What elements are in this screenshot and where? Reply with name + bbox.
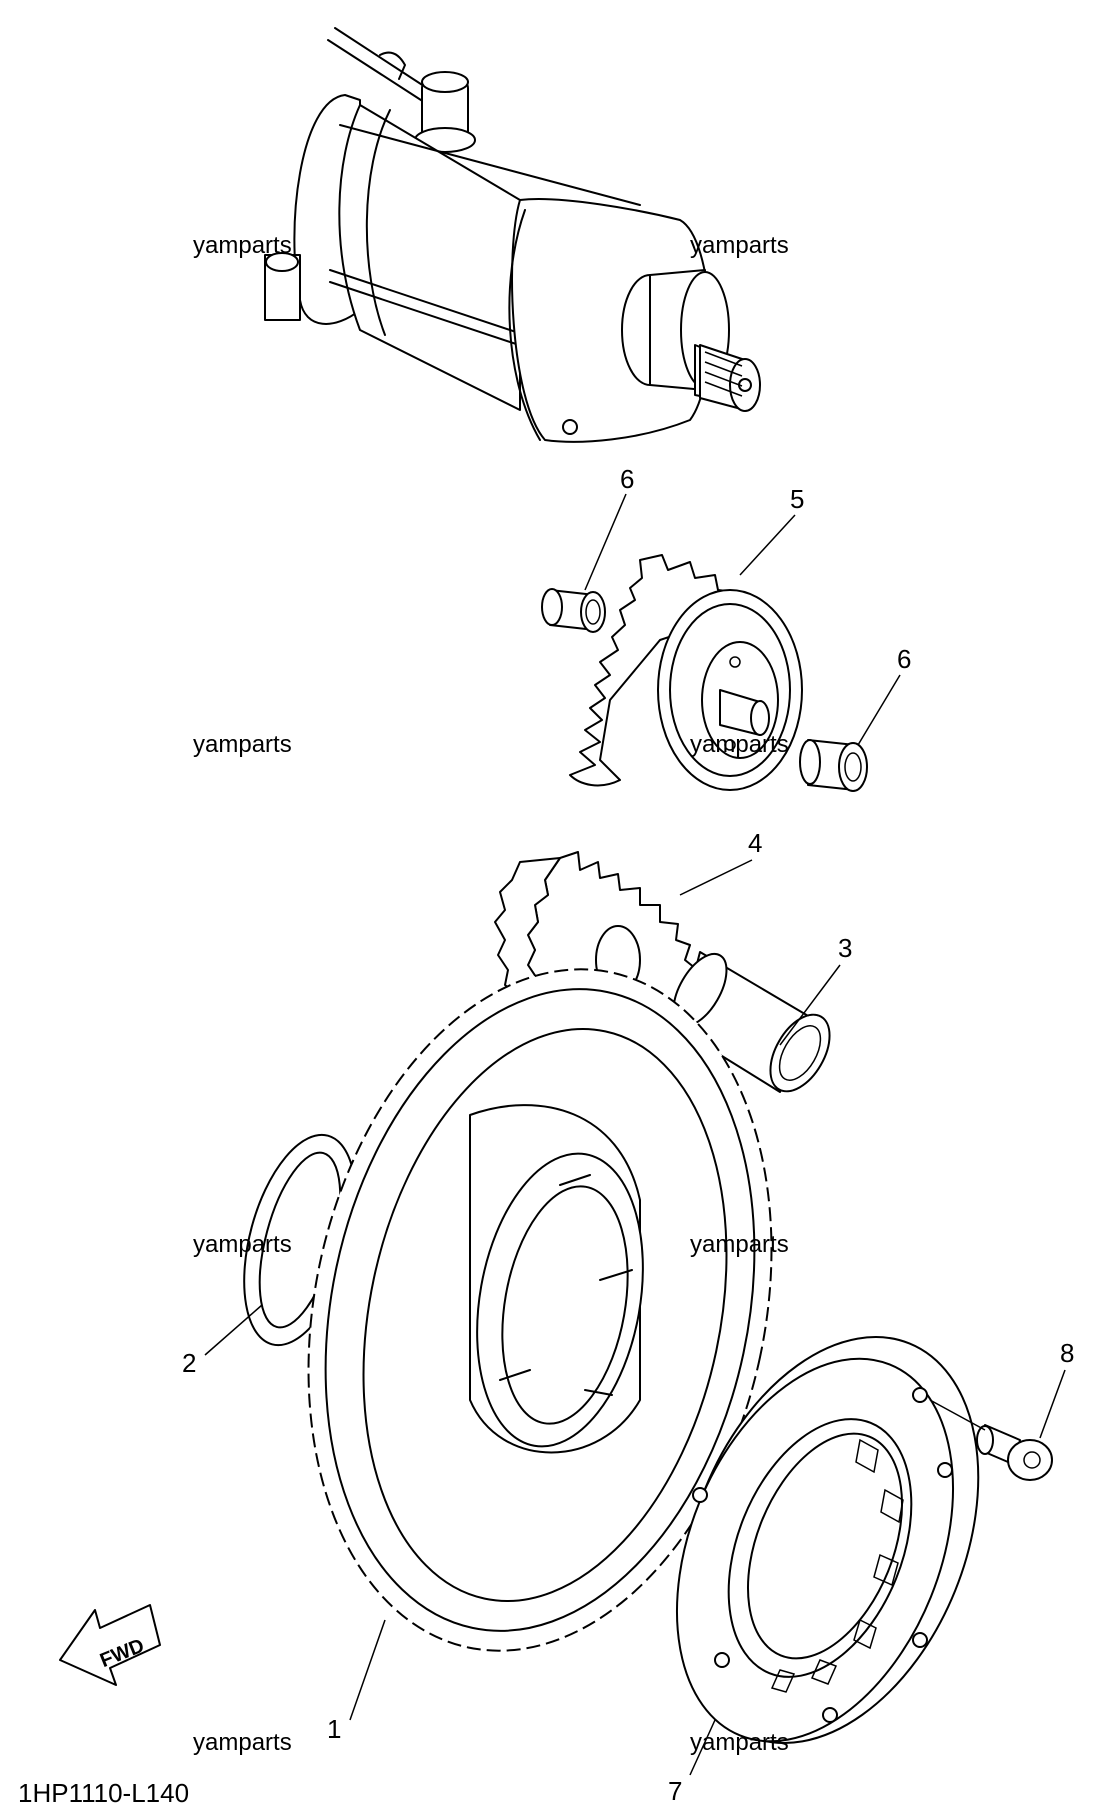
part-number-3: 3 [838, 933, 852, 963]
starter-motor-icon[interactable] [264, 27, 761, 443]
diagram-code: 1HP1110-L140 [18, 1778, 189, 1808]
watermark: yamparts [193, 731, 292, 758]
bolt-icon[interactable] [976, 1424, 1053, 1481]
fwd-arrow-icon: FWD [59, 1604, 161, 1686]
watermark: yamparts [193, 1729, 292, 1756]
watermark: yamparts [193, 1231, 292, 1258]
part-number-6: 6 [897, 644, 911, 674]
watermark: yamparts [690, 1231, 789, 1258]
part-number-7: 7 [668, 1776, 682, 1806]
part-number-1: 1 [327, 1714, 341, 1744]
watermark: yamparts [690, 1729, 789, 1756]
starter-clutch-icon[interactable] [624, 1293, 1034, 1787]
watermark: yamparts [690, 731, 789, 758]
part-number-4: 4 [748, 828, 762, 858]
bushing-icon[interactable] [799, 739, 868, 792]
bushing-icon[interactable] [541, 588, 606, 633]
part-number-2: 2 [182, 1348, 196, 1378]
starter-wheel-gear-icon[interactable] [248, 926, 832, 1694]
part-number-5: 5 [790, 484, 804, 514]
watermark: yamparts [193, 232, 292, 259]
watermark: yamparts [690, 232, 789, 259]
part-number-6: 6 [620, 464, 634, 494]
part-number-8: 8 [1060, 1338, 1074, 1368]
idle-gear-assembly-icon[interactable] [569, 554, 803, 791]
shaft-icon[interactable] [663, 945, 842, 1101]
leader-lines [204, 493, 1066, 1776]
